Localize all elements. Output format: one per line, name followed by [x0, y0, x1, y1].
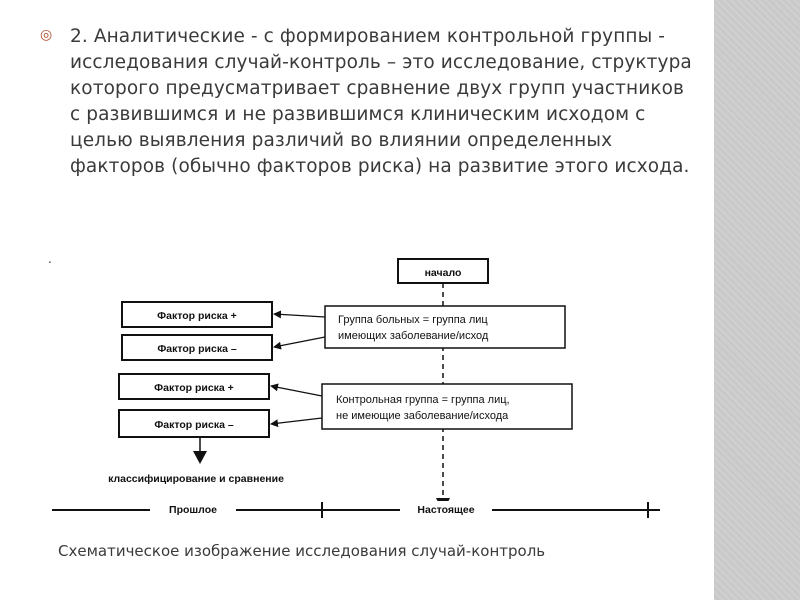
- stray-dot: .: [48, 252, 52, 266]
- risk-factor-box-4: Фактор риска –: [118, 409, 270, 438]
- arrow-case-to-factor-2: [273, 336, 326, 350]
- risk-factor-box-3: Фактор риска +: [118, 373, 270, 400]
- paragraph-text: 2. Аналитические - с формированием контр…: [70, 26, 692, 177]
- risk-factor-label-1: Фактор риска +: [157, 310, 237, 322]
- arrow-case-to-factor-1: [273, 310, 326, 319]
- case-group-line-2: имеющих заболевание/исход: [338, 330, 489, 342]
- case-group-line-1: Группа больных = группа лиц: [338, 314, 488, 326]
- risk-factor-label-4: Фактор риска –: [154, 419, 234, 431]
- start-box: начало: [397, 258, 489, 284]
- start-label: начало: [425, 267, 462, 279]
- diagram-caption: Схематическое изображение исследования с…: [58, 542, 546, 560]
- risk-factor-box-1: Фактор риска +: [121, 301, 273, 328]
- arrow-control-to-factor-4: [270, 417, 323, 428]
- control-group-line-2: не имеющие заболевание/исхода: [336, 410, 509, 422]
- control-group-box: Контрольная группа = группа лиц, не имею…: [321, 383, 573, 430]
- risk-factor-label-3: Фактор риска +: [154, 382, 234, 394]
- case-group-box: Группа больных = группа лиц имеющих забо…: [324, 305, 566, 349]
- present-label: Настоящее: [417, 504, 474, 516]
- control-group-line-1: Контрольная группа = группа лиц,: [336, 394, 510, 406]
- classify-label: классифицирование и сравнение: [108, 473, 284, 485]
- classify-arrowhead: [193, 451, 207, 464]
- bullet-icon: ◎: [40, 27, 53, 43]
- risk-factor-box-2: Фактор риска –: [121, 334, 273, 361]
- past-label: Прошлое: [169, 504, 217, 516]
- decorative-side-stripe: [714, 0, 800, 600]
- risk-factor-label-2: Фактор риска –: [157, 343, 237, 355]
- arrow-control-to-factor-3: [270, 383, 323, 397]
